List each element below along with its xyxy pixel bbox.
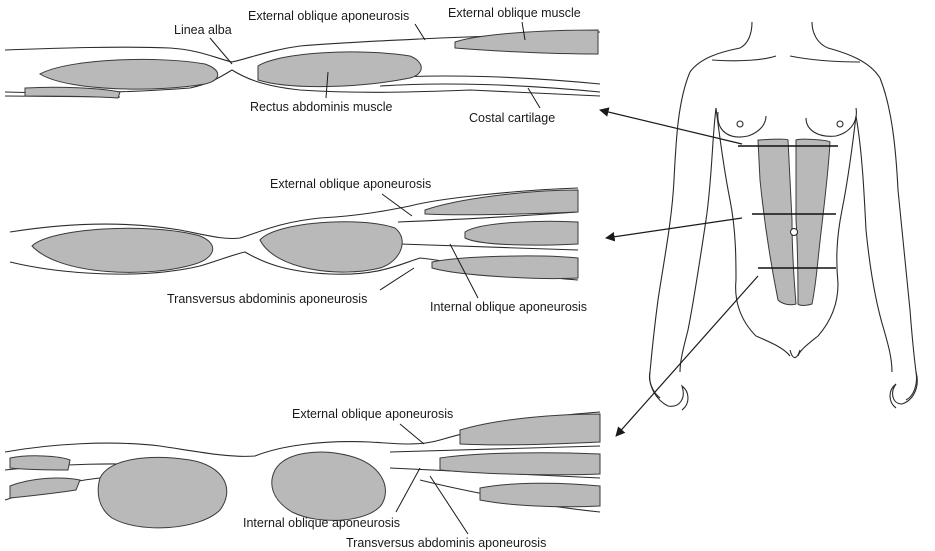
section-bottom: External oblique aponeurosis Internal ob…	[5, 407, 600, 550]
leader-top-eo-aponeurosis	[415, 24, 425, 40]
bot-external-oblique-muscle	[460, 414, 600, 445]
groin-right	[798, 336, 818, 356]
arrow-to-bottom-section	[616, 276, 758, 436]
bot-transversus-muscle	[480, 483, 600, 507]
label-bot-transversus-abdominis-aponeurosis: Transversus abdominis aponeurosis	[346, 536, 546, 550]
nipple-right	[837, 121, 843, 127]
bot-rectus-right	[272, 452, 386, 520]
mid-transversus-muscle	[432, 256, 578, 279]
arm-right-inner	[856, 116, 892, 372]
figure-rectus-right	[796, 139, 830, 305]
label-mid-internal-oblique-aponeurosis: Internal oblique aponeurosis	[430, 300, 587, 314]
groin-left	[756, 336, 790, 356]
arm-left-inner	[680, 108, 716, 372]
label-mid-transversus-abdominis-aponeurosis: Transversus abdominis aponeurosis	[167, 292, 367, 306]
top-rectus-right	[258, 52, 421, 87]
bot-left-muscle-2	[10, 478, 80, 498]
breast-left	[718, 112, 766, 137]
leader-bot-io-aponeurosis	[396, 468, 420, 512]
bot-left-muscle-1	[10, 456, 70, 470]
leader-top-linea-alba	[210, 38, 232, 64]
mid-internal-oblique-muscle	[465, 221, 578, 245]
leader-mid-ta-aponeurosis	[380, 268, 414, 290]
top-rectus-left	[40, 59, 218, 89]
label-top-rectus-abdominis-muscle: Rectus abdominis muscle	[250, 100, 392, 114]
mid-external-oblique-muscle	[425, 190, 578, 215]
torso-neck-right	[812, 22, 880, 78]
top-external-oblique-muscle	[455, 30, 598, 54]
label-mid-external-oblique-aponeurosis: External oblique aponeurosis	[270, 177, 431, 191]
section-top: Linea alba External oblique aponeurosis …	[5, 6, 600, 125]
mid-rectus-right	[260, 222, 402, 272]
bot-rectus-left	[98, 457, 227, 527]
label-bot-external-oblique-aponeurosis: External oblique aponeurosis	[292, 407, 453, 421]
mid-rectus-left	[32, 228, 213, 272]
section-middle: External oblique aponeurosis Transversus…	[10, 177, 587, 314]
torso-figure	[649, 22, 917, 410]
arm-right-outer	[880, 78, 917, 400]
leader-mid-eo-aponeurosis	[382, 194, 412, 216]
leader-bot-eo-aponeurosis	[400, 424, 424, 444]
label-top-costal-cartilage: Costal cartilage	[469, 111, 555, 125]
navel	[791, 229, 798, 236]
figure-rectus-left	[758, 139, 796, 305]
clavicle-left	[712, 56, 776, 61]
clavicle-right	[790, 56, 860, 62]
label-bot-internal-oblique-aponeurosis: Internal oblique aponeurosis	[243, 516, 400, 530]
label-top-external-oblique-muscle: External oblique muscle	[448, 6, 581, 20]
breast-right	[806, 108, 856, 136]
top-costal-cartilage	[25, 87, 120, 98]
label-top-external-oblique-aponeurosis: External oblique aponeurosis	[248, 9, 409, 23]
arrow-to-middle-section	[606, 218, 742, 238]
leader-bot-ta-aponeurosis	[430, 476, 468, 534]
nipple-left	[737, 121, 743, 127]
leader-top-costal	[528, 88, 540, 108]
hand-right	[890, 372, 917, 408]
pubis	[790, 350, 800, 358]
label-top-linea-alba: Linea alba	[174, 23, 232, 37]
bot-internal-oblique-muscle	[440, 453, 600, 475]
bot-sheath-layer-1	[390, 446, 600, 452]
torso-neck-left	[690, 22, 752, 72]
